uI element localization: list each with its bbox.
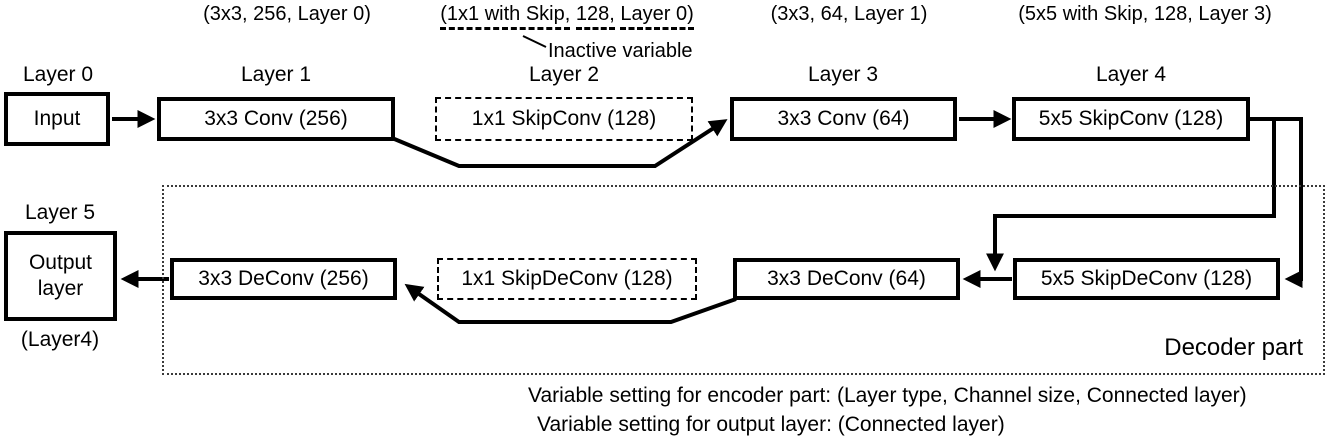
input-box: Input: [4, 92, 110, 146]
annotation-inactive-part: (1x1 with Skip,: [440, 3, 571, 30]
skipconv128-box: 5x5 SkipConv (128): [1012, 97, 1250, 141]
deconv256-box: 3x3 DeConv (256): [170, 258, 397, 300]
output-layer5-label: Layer 5: [24, 201, 96, 224]
output-connected-layer-label: (Layer4): [20, 328, 100, 351]
encoder-layer0-label: Layer 0: [22, 63, 94, 86]
encoder-variable-setting-footnote: Variable setting for encoder part: (Laye…: [528, 384, 1247, 407]
skipdeconv128-inactive-box: 1x1 SkipDeConv (128): [437, 258, 697, 300]
decoder-region: [162, 185, 1325, 375]
annotation-layer2-setting: (1x1 with Skip, 128, Layer 0): [417, 3, 717, 30]
skipconv128-inactive-box: 1x1 SkipConv (128): [435, 97, 693, 141]
conv256-box: 3x3 Conv (256): [157, 97, 395, 141]
encoder-layer3-label: Layer 3: [807, 63, 879, 86]
inactive-variable-note: Inactive variable: [548, 40, 693, 62]
skipdeconv128-box: 5x5 SkipDeConv (128): [1013, 258, 1280, 300]
output-variable-setting-footnote: Variable setting for output layer: (Conn…: [537, 413, 1005, 436]
encoder-layer4-label: Layer 4: [1095, 63, 1167, 86]
line-inactive-note-connector: [522, 35, 547, 48]
decoder-region-label: Decoder part: [1164, 334, 1303, 361]
annotation-layer1-setting: (3x3, 256, Layer 0): [203, 3, 371, 25]
encoder-layer2-label: Layer 2: [528, 63, 600, 86]
output-box-line1: Output: [28, 250, 93, 274]
annotation-layer4-setting: (5x5 with Skip, 128, Layer 3): [1018, 3, 1272, 25]
encoder-layer1-label: Layer 1: [240, 63, 312, 86]
annotation-inactive-part: 128,: [575, 3, 615, 30]
output-layer-box: Output layer: [4, 231, 117, 321]
conv64-box: 3x3 Conv (64): [730, 97, 957, 141]
output-box-line2: layer: [37, 277, 84, 300]
deconv64-box: 3x3 DeConv (64): [733, 258, 960, 300]
annotation-inactive-part: Layer 0): [620, 3, 694, 30]
annotation-layer3-setting: (3x3, 64, Layer 1): [770, 3, 928, 25]
